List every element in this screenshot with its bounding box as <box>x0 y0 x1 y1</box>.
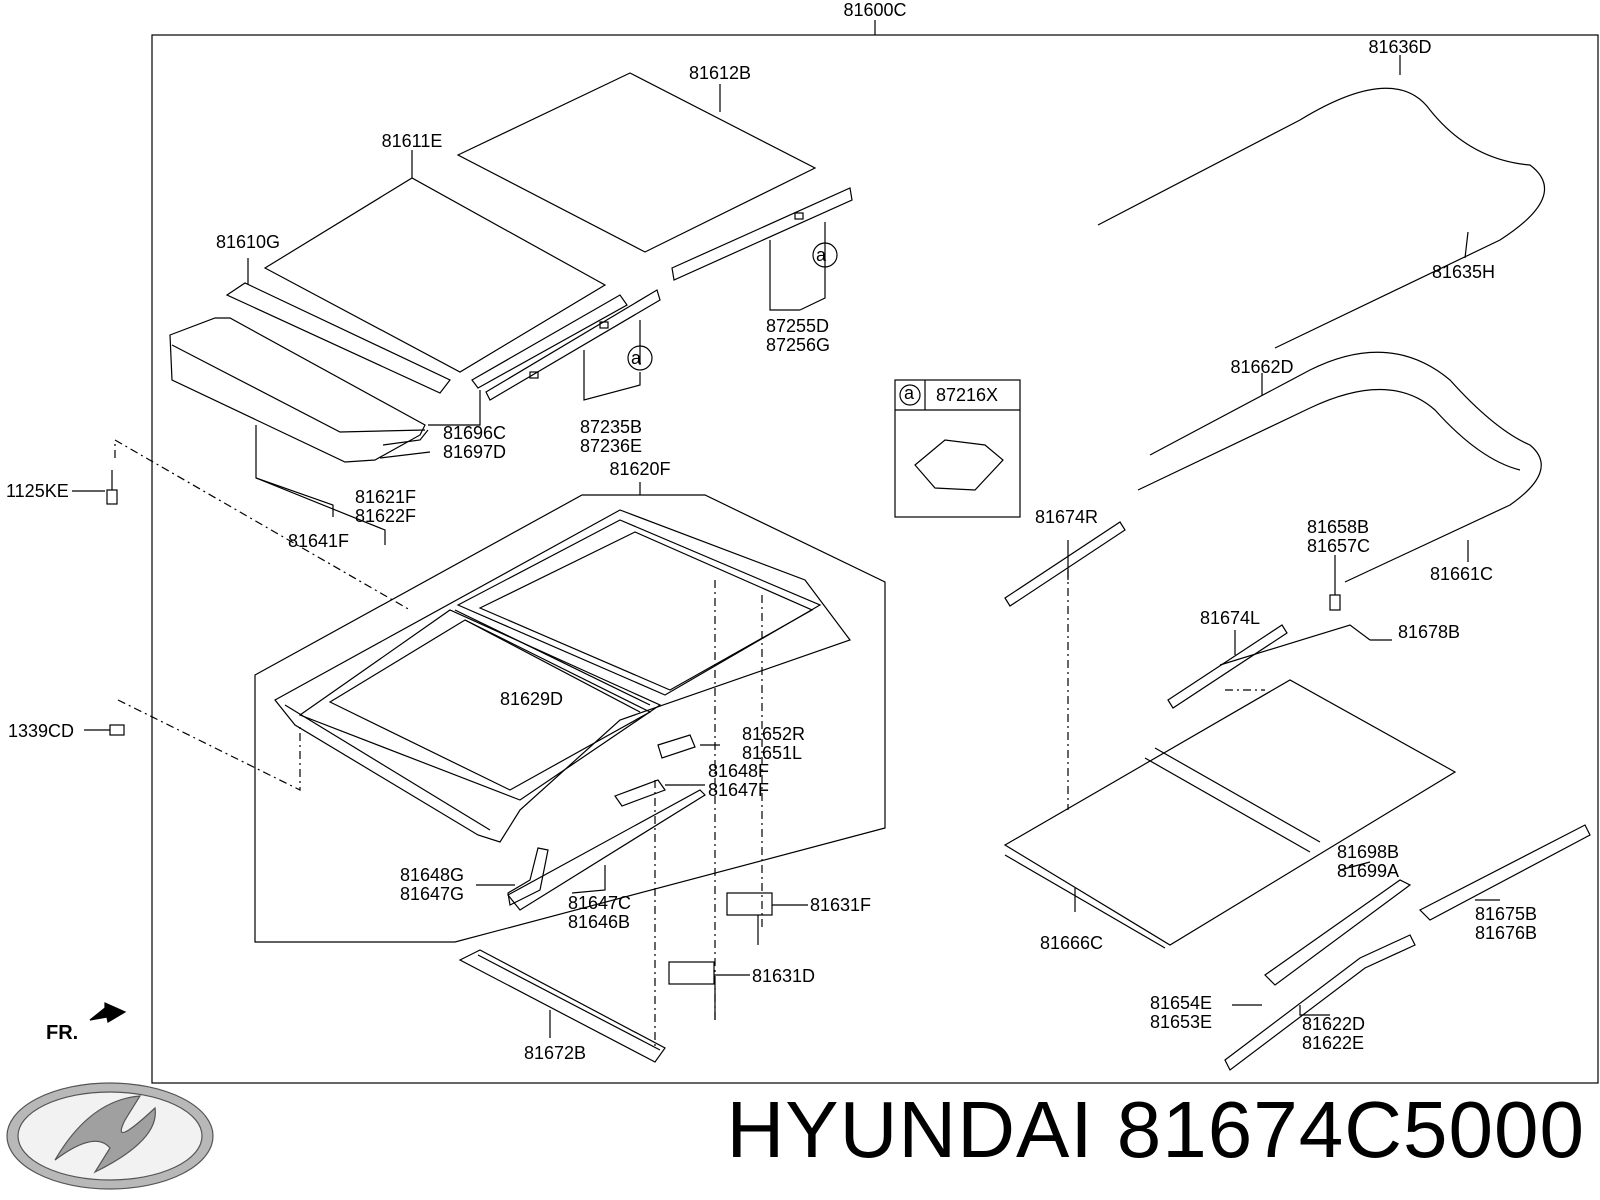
part-label: 1339CD <box>8 721 75 741</box>
part-label: 81641F <box>288 531 350 551</box>
part-label: 81631F <box>810 895 872 915</box>
roof-frame-outline <box>254 494 886 943</box>
weatherstrip <box>225 282 451 394</box>
part-label: 87216X <box>936 385 999 405</box>
part-label: 81657C <box>1307 536 1371 556</box>
part-label: 81636D <box>1368 37 1432 57</box>
part-label: 81697D <box>443 442 507 462</box>
part-label: 81622D <box>1302 1014 1366 1034</box>
part-label: 87236E <box>580 436 643 456</box>
part-label: 81662D <box>1230 357 1294 377</box>
part-label: 81622E <box>1302 1033 1365 1053</box>
sunroof-frame <box>274 509 851 843</box>
part-number: 81674C5000 <box>1116 1085 1585 1174</box>
drive-cable-2 <box>1137 388 1521 491</box>
part-label: 81620F <box>609 459 671 479</box>
diagram-frame <box>151 34 1599 1084</box>
motor-rear <box>668 961 715 985</box>
front-indicator-label: FR. <box>46 1022 79 1044</box>
drain-hose-front <box>1097 87 1546 349</box>
part-caption: HYUNDAI 81674C5000 <box>665 1085 1585 1175</box>
shade-rail <box>1264 879 1412 986</box>
part-label: 81658B <box>1307 517 1370 537</box>
sunshade <box>1003 679 1457 946</box>
part-label: 81600C <box>843 0 907 20</box>
part-label: 81666C <box>1040 933 1104 953</box>
part-label: 81672B <box>524 1043 587 1063</box>
seal-81674R <box>1004 521 1126 607</box>
part-label: 81635H <box>1432 262 1496 282</box>
callout-box-87216X <box>894 379 1021 518</box>
part-label: 87256G <box>766 335 831 355</box>
brand-name: HYUNDAI <box>726 1085 1094 1174</box>
seal-81674L <box>1167 624 1288 709</box>
part-label: 81629D <box>500 689 564 709</box>
callout-marker: a <box>631 348 642 368</box>
part-label: 81674L <box>1200 608 1261 628</box>
part-label: 81612B <box>688 63 752 83</box>
part-label: 81698B <box>1337 842 1400 862</box>
part-label: 81674R <box>1035 507 1099 527</box>
part-label: 81648G <box>400 865 465 885</box>
part-label: 81611E <box>381 131 443 151</box>
guide-rail <box>507 789 706 911</box>
part-label: 81654E <box>1150 993 1213 1013</box>
callout-marker: a <box>816 245 827 265</box>
part-label: 87255D <box>766 316 830 336</box>
part-label: 81631D <box>752 966 816 986</box>
front-arrow-icon <box>89 1002 127 1023</box>
wind-deflector <box>169 317 426 463</box>
hyundai-logo <box>6 1082 214 1190</box>
part-label: 81647F <box>708 780 770 800</box>
glass-panel-rear <box>263 177 607 373</box>
motor-front <box>726 892 773 916</box>
part-label: 81678B <box>1398 622 1461 642</box>
clip-87216X <box>914 439 1004 491</box>
glass-panel-front <box>456 72 817 253</box>
part-label: 81647G <box>400 884 465 904</box>
drive-cable-1 <box>1149 351 1542 583</box>
part-label: 81653E <box>1150 1012 1213 1032</box>
part-label: 81699A <box>1337 861 1400 881</box>
side-rail <box>1418 824 1591 921</box>
part-label: 81652R <box>742 724 806 744</box>
part-label: 87235B <box>580 417 643 437</box>
part-label: 81676B <box>1475 923 1538 943</box>
part-label: 81647C <box>568 893 632 913</box>
part-label: 81622F <box>355 506 417 526</box>
callout-marker: a <box>904 383 915 403</box>
part-label: 81646B <box>568 912 631 932</box>
part-label: 81696C <box>443 423 507 443</box>
part-label: 81661C <box>1430 564 1494 584</box>
part-label: 81648F <box>708 761 770 781</box>
part-label: 81610G <box>215 232 281 252</box>
rear-trim-panel <box>458 949 666 1063</box>
part-label: 1125KE <box>6 481 69 501</box>
part-label: 81621F <box>355 487 417 507</box>
part-label: 81675B <box>1475 904 1538 924</box>
part-label: 81651L <box>742 743 803 763</box>
